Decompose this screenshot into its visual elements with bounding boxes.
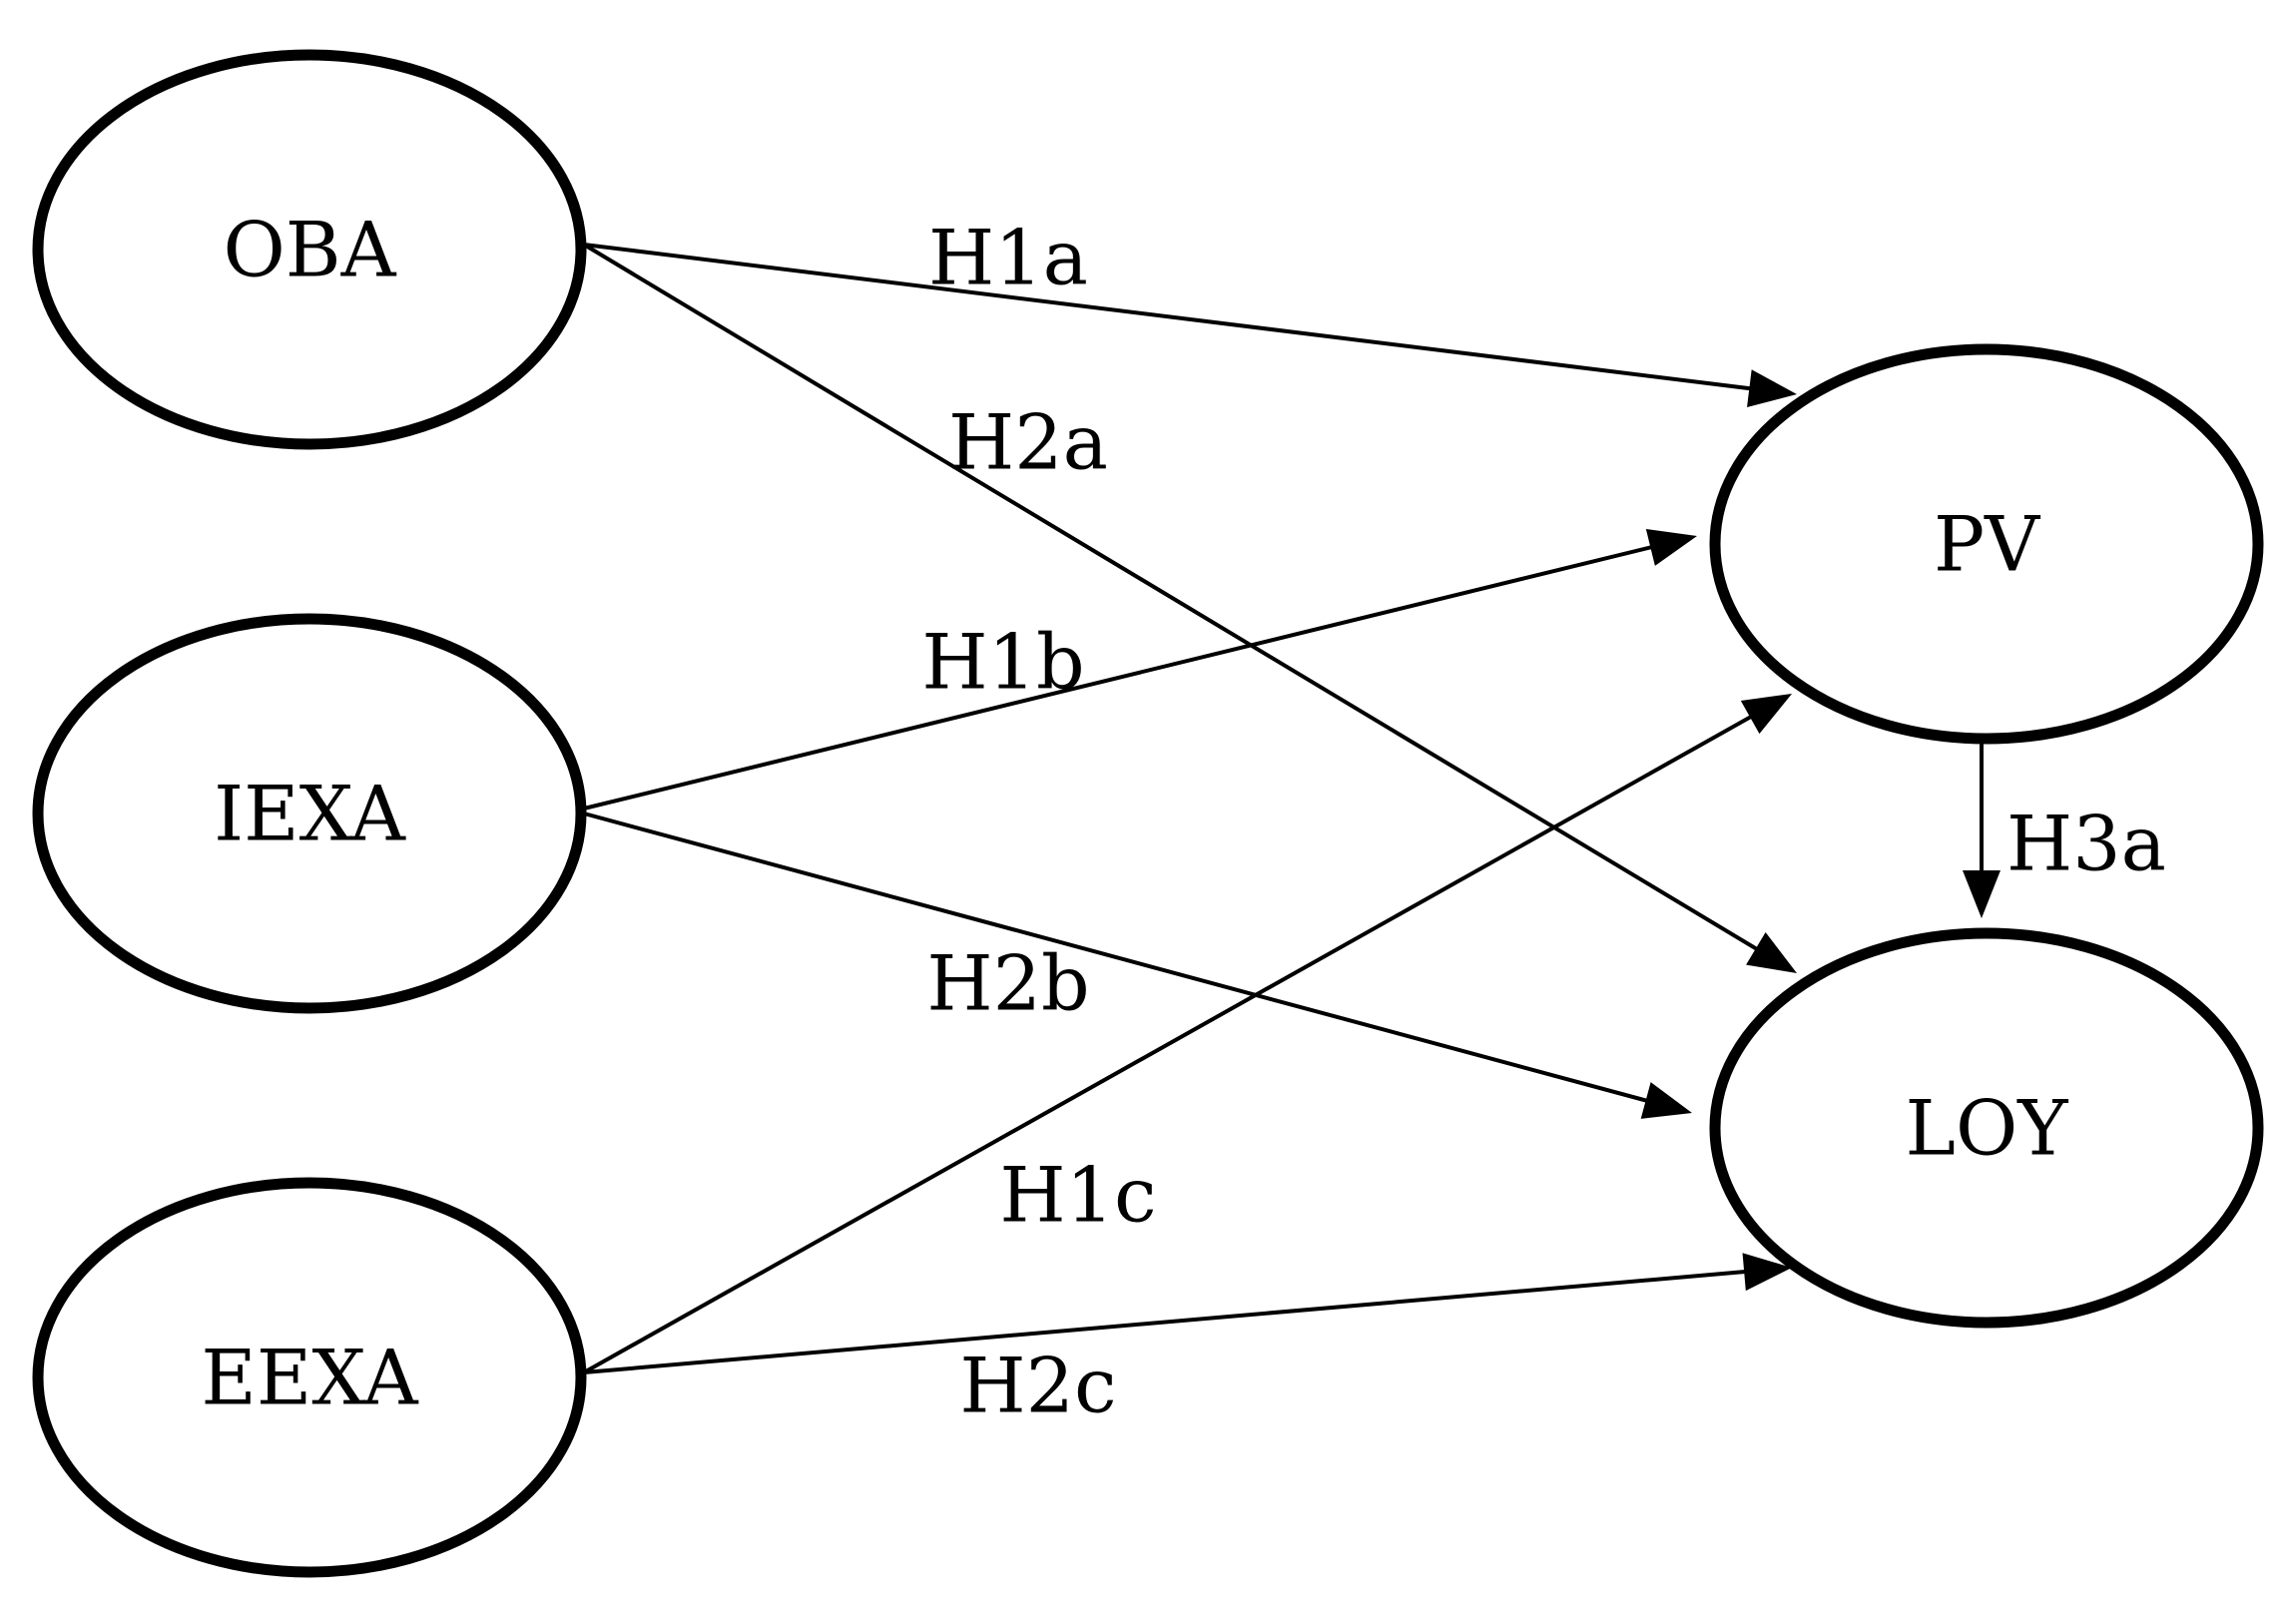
arrowhead-h1c: [1740, 694, 1792, 735]
edge-h1c: [583, 694, 1792, 1374]
node-oba: OBA: [32, 49, 587, 450]
node-label-oba: OBA: [223, 206, 396, 294]
edge-label-h1b: H1b: [921, 618, 1084, 707]
edge-line-h2a: [582, 243, 1761, 953]
edge-label-h2b: H2b: [926, 939, 1089, 1028]
node-ellipse-eexa: [32, 1177, 587, 1578]
edge-line-h1b: [583, 544, 1655, 811]
arrowhead-h1b: [1645, 528, 1697, 566]
node-ellipse-oba: [32, 49, 587, 450]
edge-label-h2a: H2a: [948, 398, 1108, 487]
edge-h3a: [1963, 744, 2000, 918]
arrowhead-h1a: [1747, 369, 1797, 407]
node-pv: PV: [1709, 343, 2264, 745]
edge-line-h2c: [583, 1269, 1749, 1374]
edge-label-h2c: H2c: [959, 1342, 1116, 1430]
node-label-pv: PV: [1934, 500, 2040, 589]
node-label-eexa: EEXA: [201, 1334, 418, 1422]
nodes-layer: OBA IEXA EEXA PV LOY: [32, 49, 2264, 1578]
node-ellipse-loy: [1709, 927, 2264, 1329]
node-label-loy: LOY: [1906, 1084, 2069, 1173]
edge-h2b: [583, 812, 1692, 1119]
node-label-iexa: IEXA: [214, 770, 406, 858]
node-loy: LOY: [1709, 927, 2264, 1329]
arrowhead-h2b: [1640, 1082, 1692, 1119]
node-ellipse-iexa: [32, 613, 587, 1014]
edges-layer: [582, 243, 2000, 1374]
node-iexa: IEXA: [32, 613, 587, 1014]
edge-h1a: [583, 243, 1797, 407]
arrowhead-h3a: [1963, 870, 2000, 918]
edge-h2c: [583, 1253, 1792, 1374]
edge-h2a: [582, 243, 1797, 973]
edge-h1b: [583, 528, 1697, 811]
edge-line-h1a: [583, 243, 1754, 391]
edge-line-h1c: [583, 713, 1755, 1374]
node-ellipse-pv: [1709, 343, 2264, 745]
edge-line-h2b: [583, 812, 1651, 1104]
edge-label-h1a: H1a: [928, 214, 1088, 302]
edge-label-h1c: H1c: [999, 1151, 1156, 1240]
edge-label-h3a: H3a: [2006, 800, 2166, 888]
arrowhead-h2a: [1746, 931, 1797, 973]
node-eexa: EEXA: [32, 1177, 587, 1578]
arrowhead-h2c: [1742, 1253, 1792, 1292]
